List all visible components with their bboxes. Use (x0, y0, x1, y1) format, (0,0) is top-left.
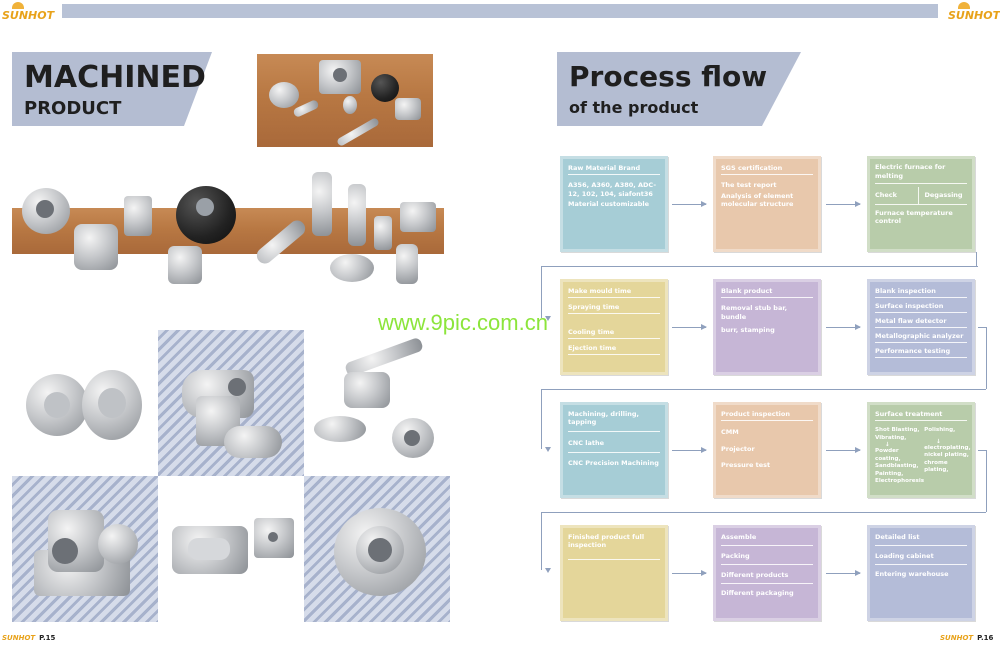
flow-arrow (672, 201, 707, 207)
flow-connector (976, 252, 977, 266)
flow-arrow (672, 324, 707, 330)
flow-connector (541, 266, 978, 267)
flow-connector (541, 512, 542, 570)
flow-arrow (545, 447, 551, 452)
flow-arrow (826, 324, 861, 330)
process-assemble-packing: Assemble Packing Different products Diff… (713, 525, 821, 621)
flow-connector (541, 389, 986, 390)
flow-arrow (672, 570, 707, 576)
arrow-down-icon: ↓ (936, 438, 941, 445)
process-raw-material: Raw Material Brand A356, A360, A380, ADC… (560, 156, 668, 252)
process-electric-furnace: Electric furnace for melting Check Degas… (867, 156, 975, 252)
right-title-box (557, 52, 801, 126)
photo-grid-cell-2 (158, 330, 304, 476)
flow-connector (978, 327, 986, 328)
process-blank-inspection: Blank inspection Surface inspection Meta… (867, 279, 975, 375)
brand-logo-left: SUNHOT (2, 2, 54, 22)
flow-arrow (545, 568, 551, 573)
flow-arrow (826, 570, 861, 576)
process-finished-inspection: Finished product full inspection (560, 525, 668, 621)
process-machining: Machining, drilling, tapping CNC lathe C… (560, 402, 668, 498)
photo-grid-cell-3 (304, 330, 450, 476)
left-title-box (12, 52, 212, 126)
process-sgs-certification: SGS certification The test report Analys… (713, 156, 821, 252)
right-title-line2: of the product (569, 98, 699, 117)
flow-arrow (826, 447, 861, 453)
brand-logo-right: SUNHOT (948, 2, 1000, 22)
left-title-line1: MACHINED (24, 60, 206, 95)
process-blank-product: Blank product Removal stub bar, bundle b… (713, 279, 821, 375)
page-number-left: P.15 (39, 634, 56, 642)
photo-grid-cell-5 (158, 476, 304, 622)
photo-machined-parts-large (12, 168, 444, 286)
left-title-line2: PRODUCT (24, 98, 122, 119)
right-title-line1: Process flow (569, 60, 768, 93)
process-surface-treatment: Surface treatment Shot Blasting, Vibrati… (867, 402, 975, 498)
flow-arrow (545, 316, 551, 321)
photo-machined-parts-small (257, 54, 433, 147)
photo-grid-cell-1 (12, 330, 158, 476)
flow-connector (541, 512, 986, 513)
flow-connector (978, 450, 986, 451)
flow-connector (541, 389, 542, 449)
watermark: www.9pic.com.cn (378, 310, 548, 335)
header-stripe (62, 4, 938, 18)
flow-arrow (672, 447, 707, 453)
process-warehouse: Detailed list Loading cabinet Entering w… (867, 525, 975, 621)
arrow-down-icon: ↓ (885, 442, 890, 448)
process-die-casting-times: Make mould time Spraying time Cooling ti… (560, 279, 668, 375)
photo-grid-cell-4 (12, 476, 158, 622)
flow-connector (986, 327, 987, 389)
footer-right: SUNHOT P.16 (940, 634, 994, 642)
photo-grid-cell-6 (304, 476, 450, 622)
footer-left: SUNHOT P.15 (2, 634, 56, 642)
process-product-inspection: Product inspection CMM Projector Pressur… (713, 402, 821, 498)
flow-connector (986, 450, 987, 512)
flow-connector (541, 266, 542, 318)
page-number-right: P.16 (977, 634, 994, 642)
flow-arrow (826, 201, 861, 207)
